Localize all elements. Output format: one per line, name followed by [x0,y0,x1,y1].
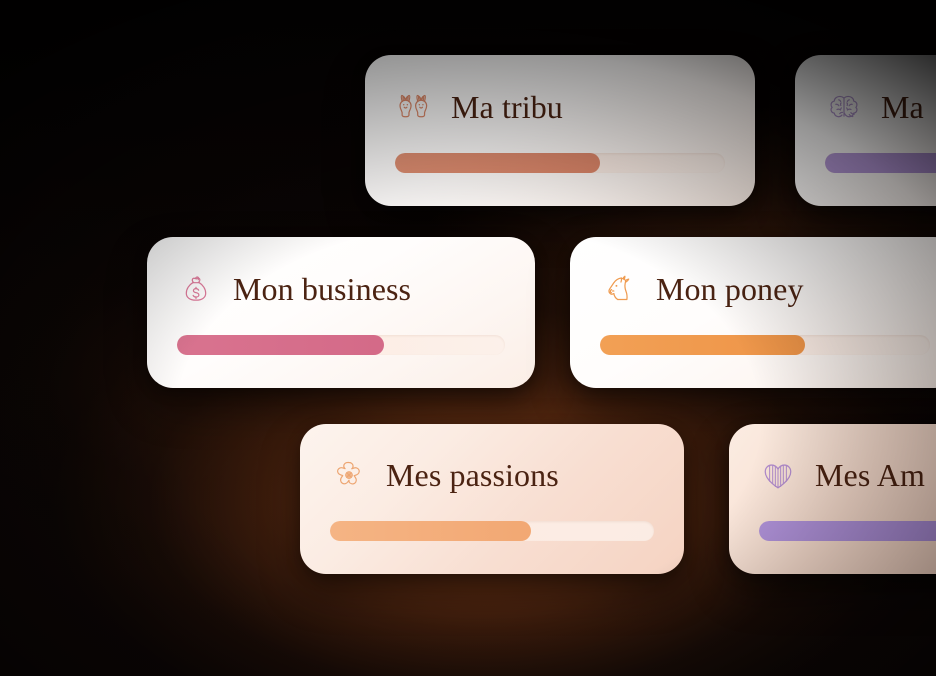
progress-track[interactable] [759,521,936,541]
progress-fill [825,152,936,173]
progress-fill [330,521,531,541]
card-header: Mes Am [729,457,936,495]
card-title: Ma [881,88,924,125]
progress-wrapper [795,152,936,173]
card-title: Mon business [233,270,412,307]
progress-track[interactable] [395,152,725,173]
card-title: Ma tribu [451,88,563,125]
card-header: Mon business [147,271,535,309]
progress-fill [600,334,805,355]
category-card-ma-tete[interactable]: Ma [795,55,936,206]
brain-icon [825,89,863,127]
card-title: Mes Am [815,457,925,494]
progress-track[interactable] [177,334,505,355]
pony-head-icon [600,271,638,309]
category-card-mes-passions[interactable]: Mes passions [300,424,684,574]
progress-wrapper [365,152,755,173]
two-bunnies-icon [395,89,433,127]
progress-wrapper [147,334,535,355]
progress-wrapper [300,521,684,541]
card-header: Mes passions [300,457,684,495]
striped-heart-icon [759,457,797,495]
money-bag-icon [177,271,215,309]
card-header: Ma tribu [365,89,755,127]
card-title: Mon poney [656,270,804,307]
card-header: Ma [795,89,936,127]
progress-track[interactable] [600,334,930,355]
category-card-ma-tribu[interactable]: Ma tribu [365,55,755,206]
card-header: Mon poney [570,271,936,309]
progress-fill [177,334,384,355]
card-title: Mes passions [386,457,559,494]
cherry-blossom-icon [330,457,368,495]
progress-track[interactable] [825,152,936,173]
category-card-mes-amours[interactable]: Mes Am [729,424,936,574]
progress-track[interactable] [330,521,654,541]
category-card-mon-business[interactable]: Mon business [147,237,535,388]
progress-fill [759,521,936,541]
progress-wrapper [729,521,936,541]
progress-fill [395,152,600,173]
progress-wrapper [570,334,936,355]
category-card-mon-poney[interactable]: Mon poney [570,237,936,388]
